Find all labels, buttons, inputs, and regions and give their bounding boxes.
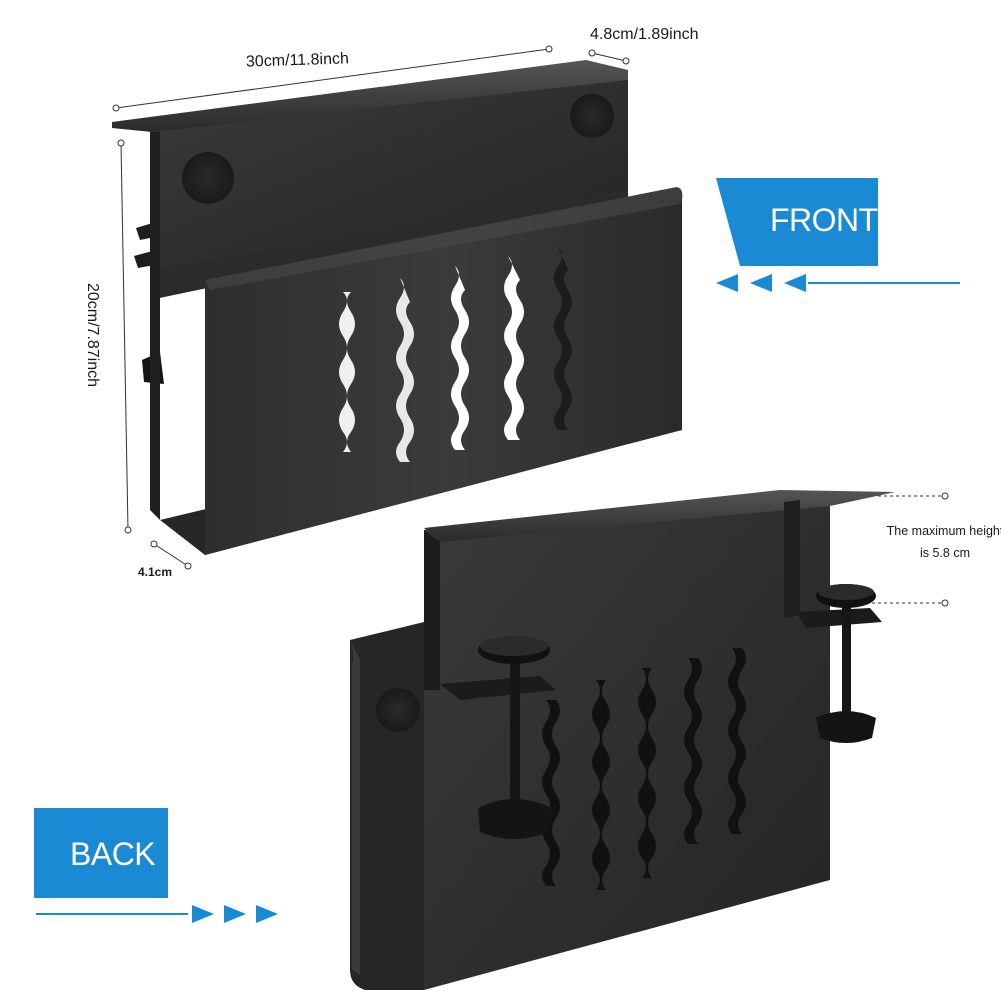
back-tag: BACK <box>34 808 168 898</box>
clamp-left <box>440 636 556 839</box>
dimension-lines <box>112 45 949 607</box>
ventilation-slots <box>339 246 572 462</box>
anti-slip-pad-left <box>182 152 234 204</box>
width-dimension-label: 30cm/11.8inch <box>245 50 350 71</box>
back-label: BACK <box>70 836 156 872</box>
depth-dimension-label: 4.8cm/1.89inch <box>590 26 699 43</box>
front-arrows <box>716 274 960 292</box>
clamp-right <box>796 584 882 743</box>
back-arrows <box>36 905 278 923</box>
front-label: FRONT <box>770 202 878 238</box>
back-view-holder <box>350 490 895 990</box>
height-dimension-label: 20cm/7.87inch <box>84 282 102 388</box>
max-height-note: The maximum height is 5.8 cm <box>886 524 1001 560</box>
front-view-holder <box>112 60 683 555</box>
front-tag: FRONT <box>716 178 878 266</box>
anti-slip-pad-right <box>570 94 614 138</box>
ventilation-slots-back <box>542 648 746 890</box>
front-tag-bg <box>716 178 878 266</box>
base-depth-label: 4.1cm <box>138 565 173 579</box>
